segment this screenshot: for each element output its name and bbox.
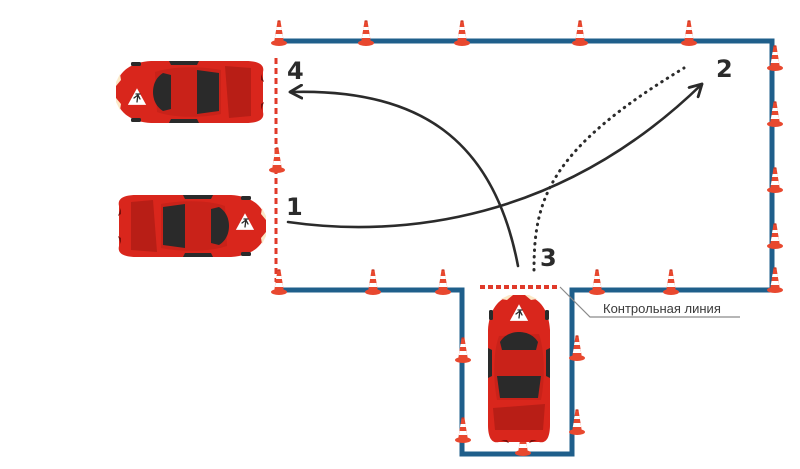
path-1-to-2-arrow [286, 84, 702, 229]
point-label-1: 1 [286, 193, 303, 221]
traffic-cone-icon [454, 20, 470, 46]
traffic-cone-icon [681, 20, 697, 46]
traffic-cone-icon [455, 417, 471, 443]
traffic-cone-icon [455, 337, 471, 363]
traffic-cone-icon [767, 223, 783, 249]
control-line-leader [559, 286, 740, 318]
traffic-cone-icon [767, 167, 783, 193]
traffic-cone-icon [589, 269, 605, 295]
trajectories [286, 66, 702, 272]
point-label-3: 3 [540, 244, 557, 272]
traffic-cone-icon [358, 20, 374, 46]
traffic-cone-icon [767, 267, 783, 293]
traffic-cone-icon [271, 20, 287, 46]
traffic-cone-icon [435, 269, 451, 295]
traffic-cone-icon [269, 147, 285, 173]
point-label-2: 2 [716, 55, 733, 83]
traffic-cone-icon [767, 45, 783, 71]
control-line-label: Контрольная линия [603, 301, 721, 316]
boundary-main [278, 38, 775, 457]
traffic-cone-icon [572, 20, 588, 46]
traffic-cone-icon [663, 269, 679, 295]
path-3-to-4-arrow [290, 92, 520, 268]
traffic-cone-icon [365, 269, 381, 295]
traffic-cone-icon [271, 269, 287, 295]
boundary-lines [278, 38, 775, 457]
point-label-4: 4 [287, 57, 304, 85]
path-3-to-2-dotted [532, 66, 686, 272]
traffic-cone-icon [767, 101, 783, 127]
